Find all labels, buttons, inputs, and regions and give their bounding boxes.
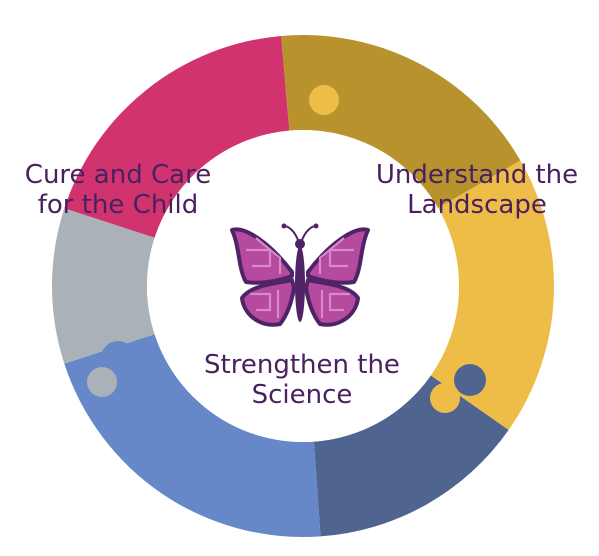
label-strengthen-line-1: Strengthen the: [204, 350, 400, 380]
puzzle-knob-right-inner: [430, 383, 460, 413]
puzzle-knob-top-inner: [309, 85, 339, 115]
label-strengthen-line-2: Science: [251, 380, 353, 410]
butterfly-icon: [230, 223, 370, 327]
segment-strengthen-light: [64, 334, 321, 537]
segment-strengthen-dark: [313, 375, 509, 537]
puzzle-knob-top: [310, 57, 344, 91]
label-understand-line-1: Understand the: [375, 160, 579, 190]
segment-cure-and-care: [64, 35, 290, 238]
puzzle-knob-left: [101, 341, 135, 375]
label-cure-and-care: Cure and Care for the Child: [0, 160, 236, 220]
puzzle-knob-left-inner: [87, 367, 117, 397]
label-cure-line-1: Cure and Care: [24, 160, 212, 190]
puzzle-knob-right: [454, 364, 486, 396]
label-strengthen-the-science: Strengthen the Science: [188, 350, 416, 410]
label-understand-line-2: Landscape: [407, 190, 547, 220]
label-cure-line-2: for the Child: [37, 190, 199, 220]
segment-cure-gray: [51, 208, 155, 364]
label-understand-the-landscape: Understand the Landscape: [364, 160, 590, 220]
segment-understand-light: [430, 160, 555, 430]
